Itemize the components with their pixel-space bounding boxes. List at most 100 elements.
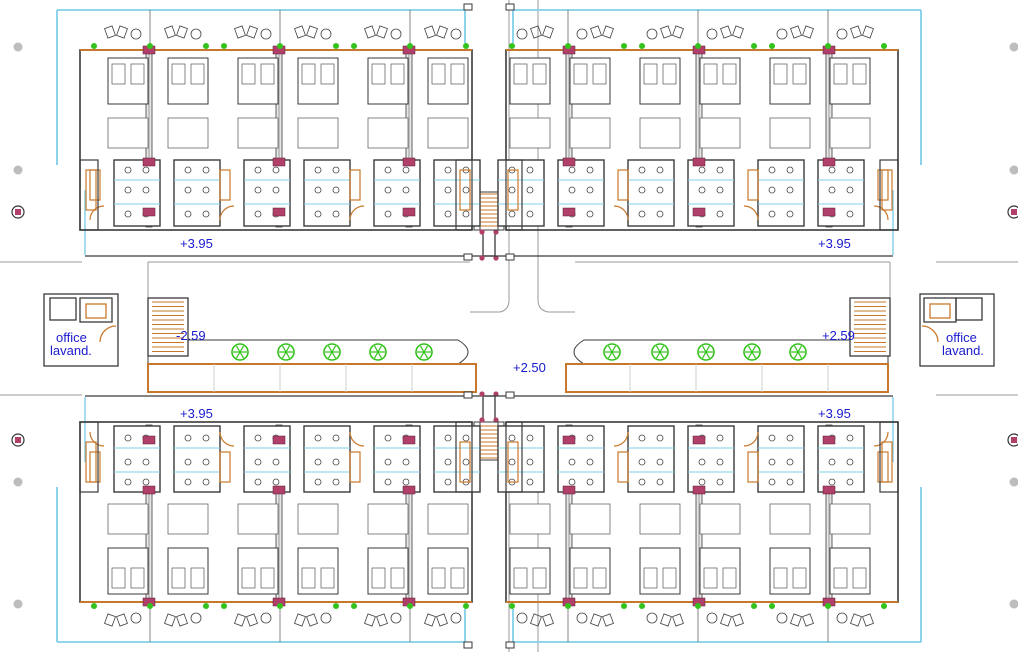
wardrobe <box>829 503 871 535</box>
pillow <box>852 567 867 589</box>
fixture <box>332 186 340 194</box>
plant-dot <box>639 43 645 49</box>
bed <box>237 547 279 595</box>
fixture <box>508 434 516 442</box>
pillow <box>130 567 145 589</box>
pillow <box>703 567 718 589</box>
bed <box>509 547 551 595</box>
pillow <box>390 567 405 589</box>
pillow <box>722 63 737 85</box>
service-door <box>459 169 471 211</box>
grey-dot-marker <box>1009 42 1018 52</box>
fixture <box>142 478 150 486</box>
column-dot <box>493 229 499 235</box>
column-dot <box>493 391 499 397</box>
column <box>505 641 515 649</box>
bed <box>569 547 611 595</box>
bed <box>699 547 741 595</box>
fixture <box>586 434 594 442</box>
pillow <box>643 63 658 85</box>
wardrobe <box>367 503 409 535</box>
room-label-office-left: office <box>56 330 87 345</box>
guest-room <box>757 10 889 228</box>
fixture <box>768 186 776 194</box>
fixture <box>314 210 322 218</box>
fixture <box>184 210 192 218</box>
fixture <box>638 186 646 194</box>
terrace-chairs <box>576 612 614 627</box>
fixture <box>202 166 210 174</box>
bathroom <box>627 159 675 227</box>
plant-dot <box>203 43 209 49</box>
terrace-chairs <box>516 612 554 627</box>
terrace-chairs <box>234 612 272 627</box>
stair-right <box>849 297 891 357</box>
bed <box>829 57 871 105</box>
fixture <box>786 478 794 486</box>
fixture <box>656 434 664 442</box>
column <box>272 207 286 217</box>
fixture <box>638 478 646 486</box>
service-door <box>85 441 97 483</box>
closet <box>349 169 361 201</box>
fixture <box>786 166 794 174</box>
fixture <box>586 210 594 218</box>
fixture <box>184 478 192 486</box>
column <box>402 485 416 495</box>
central-terrace-right <box>565 339 889 393</box>
wardrobe <box>509 117 551 149</box>
fixture <box>314 458 322 466</box>
level-label-top-right: +3.95 <box>818 236 851 251</box>
guest-room <box>627 424 759 642</box>
wardrobe <box>367 117 409 149</box>
plant-dot <box>333 43 339 49</box>
plant-dot <box>751 603 757 609</box>
fixture <box>716 166 724 174</box>
fixture <box>124 478 132 486</box>
wing-bottom-right <box>479 391 922 649</box>
plant-dot <box>769 603 775 609</box>
fixture <box>124 458 132 466</box>
pillow <box>190 63 205 85</box>
column <box>142 207 156 217</box>
fixture <box>402 458 410 466</box>
wardrobe <box>297 503 339 535</box>
plant-dot <box>407 43 413 49</box>
fixture <box>716 186 724 194</box>
fixture <box>656 458 664 466</box>
service-core <box>455 421 473 493</box>
bathroom <box>433 159 481 227</box>
fixture <box>444 478 452 486</box>
bed <box>367 57 409 105</box>
pillow <box>111 567 126 589</box>
fixture <box>698 478 706 486</box>
closet <box>747 451 759 483</box>
service-door <box>459 441 471 483</box>
level-label-stair-right: +2.59 <box>822 328 855 343</box>
fixture <box>526 210 534 218</box>
tree-icon <box>415 343 433 361</box>
fixture <box>768 210 776 218</box>
guest-room <box>219 10 351 228</box>
fixture <box>462 458 470 466</box>
tree-icon <box>697 343 715 361</box>
plant-dot <box>881 603 887 609</box>
fixture <box>568 186 576 194</box>
fixture <box>384 458 392 466</box>
fixture <box>786 186 794 194</box>
terrace-chairs <box>706 25 744 40</box>
fixture <box>846 166 854 174</box>
fixture <box>768 434 776 442</box>
terrace-chairs <box>364 25 402 40</box>
level-label-bottom-left: +3.95 <box>180 406 213 421</box>
fixture <box>332 166 340 174</box>
column-marker <box>1007 205 1018 219</box>
fixture <box>768 166 776 174</box>
pillow <box>703 63 718 85</box>
pillow <box>130 63 145 85</box>
column <box>692 435 706 445</box>
door-swing <box>743 431 759 447</box>
pillow <box>792 567 807 589</box>
fixture <box>444 458 452 466</box>
column <box>272 435 286 445</box>
